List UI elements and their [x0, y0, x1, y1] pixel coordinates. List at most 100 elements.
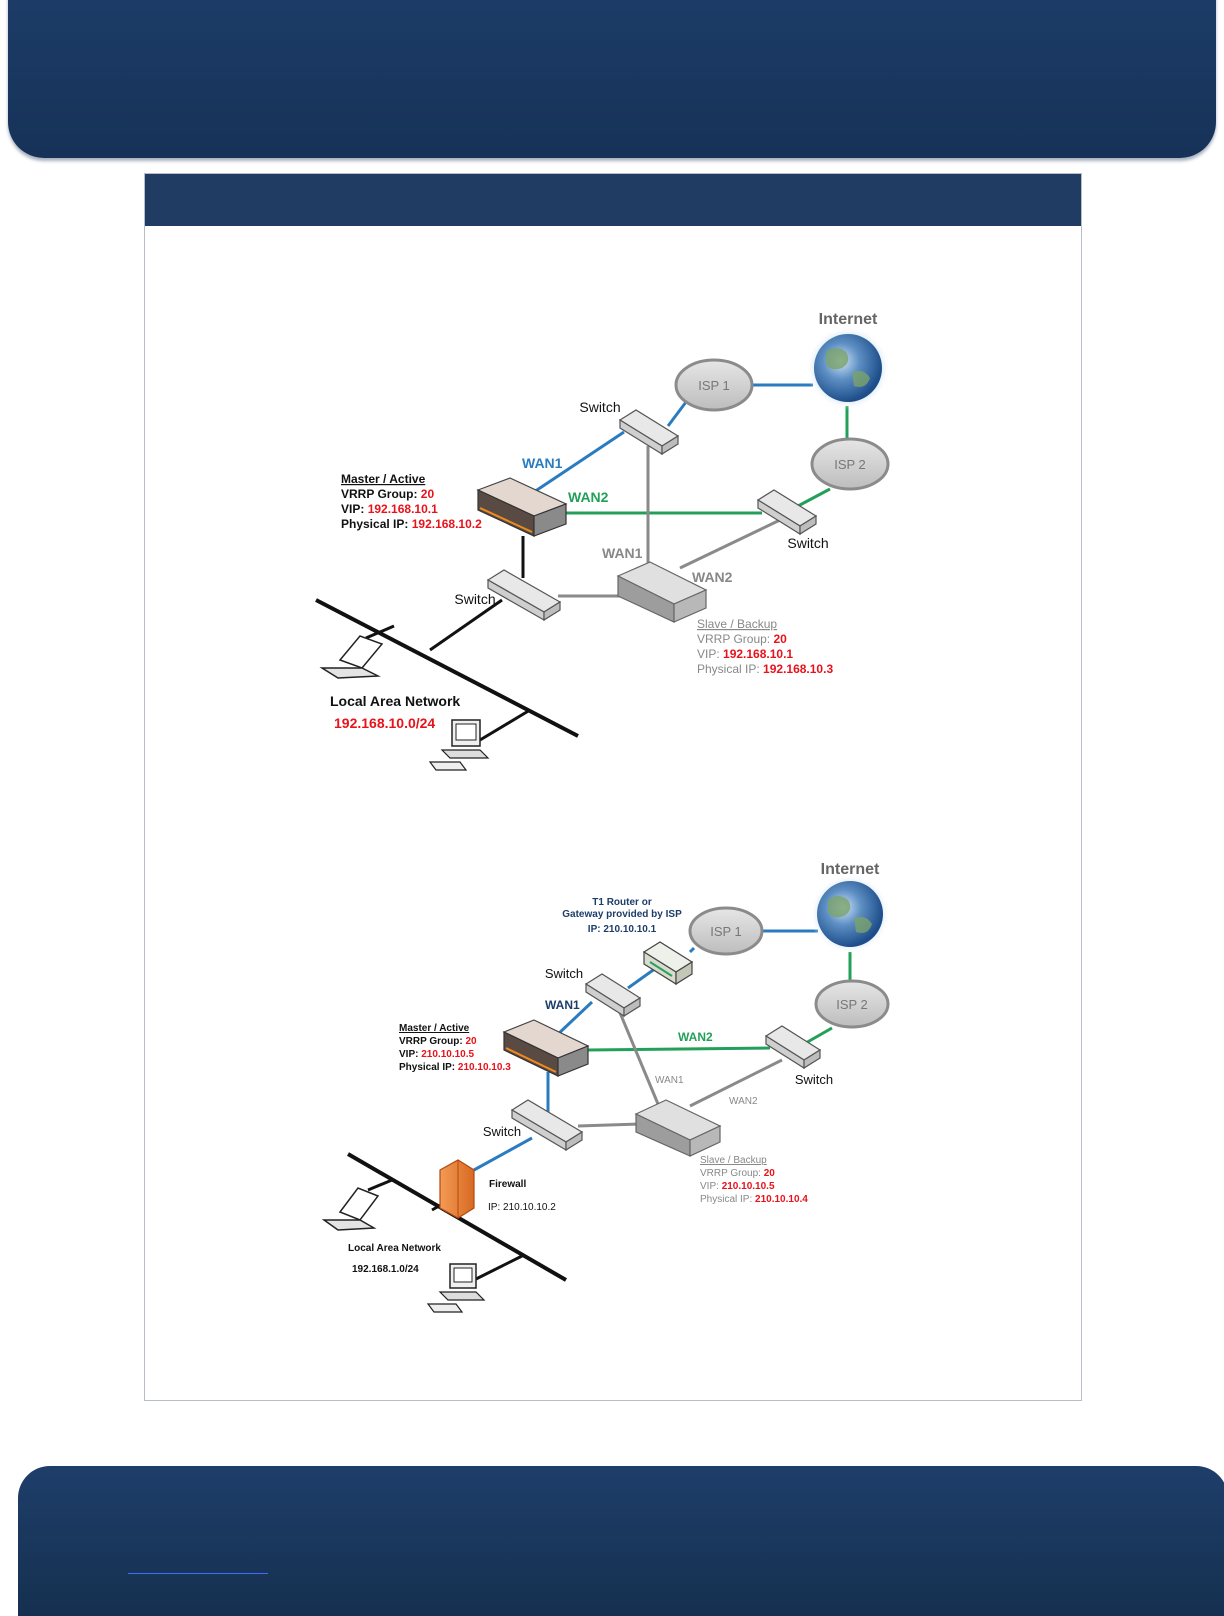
switch-slave-link-2 [577, 1122, 641, 1128]
wan2-green-link-2 [587, 1046, 771, 1052]
bottom-banner [18, 1466, 1224, 1616]
isp1-label-2: ISP 1 [710, 924, 742, 939]
slave-router-icon-2 [634, 1099, 722, 1157]
master-router-icon-2 [502, 1019, 590, 1077]
wan1-blue-label-1: WAN1 [522, 455, 563, 471]
switch-left-label-1: Switch [454, 591, 495, 607]
master-title-1: Master / Active [341, 472, 426, 486]
slave-group-1: VRRP Group: 20 [697, 632, 787, 646]
isp2-switch-link-2 [803, 1026, 833, 1046]
laptop-icon-2 [321, 1187, 380, 1231]
globe-land-icon-2 [828, 896, 872, 933]
isp2-label-2: ISP 2 [836, 997, 868, 1012]
switch-router-link-2 [627, 966, 657, 990]
isp2-switch-link-1 [797, 487, 831, 508]
switch-top-label-2: Switch [545, 966, 583, 981]
desktop-link-1 [479, 708, 531, 742]
isp1-cloud-2 [688, 906, 764, 956]
wan2-green-label-1: WAN2 [568, 489, 609, 505]
wan1-blue-link-2 [554, 1000, 594, 1038]
router-isp1-link-2 [688, 946, 696, 954]
switch-right-icon-2 [764, 1025, 822, 1070]
frame-header-bar [145, 174, 1081, 226]
laptop-link-1 [365, 624, 395, 640]
master-info-2: Master / Active VRRP Group: 20 VIP: 210.… [399, 1023, 511, 1073]
switch-isp1-link-1 [666, 401, 688, 427]
switch-top-icon-2 [584, 973, 642, 1018]
t1-line2: Gateway provided by ISP [562, 909, 682, 920]
switch-left-icon-1 [486, 569, 562, 622]
desktop-link-2 [473, 1254, 523, 1282]
wan2-gray-label-2: WAN2 [729, 1096, 758, 1107]
wan2-green-label-2: WAN2 [678, 1030, 713, 1044]
master-router-icon-1 [476, 477, 568, 537]
wan2-gray-link-2 [689, 1058, 783, 1108]
slave-info-1: Slave / Backup VRRP Group: 20 VIP: 192.1… [697, 617, 833, 676]
laptop-link-2 [367, 1178, 393, 1192]
isp2-cloud [810, 437, 890, 491]
slave-info-2: Slave / Backup VRRP Group: 20 VIP: 210.1… [700, 1155, 808, 1205]
switch-top-label-1: Switch [579, 399, 620, 415]
isp2-label: ISP 2 [834, 457, 866, 472]
wan1-gray-link-2 [616, 1007, 660, 1105]
internet-globe-icon [814, 334, 882, 402]
isp1-label: ISP 1 [698, 378, 730, 393]
master-physical-ip-2: Physical IP: 210.10.10.3 [399, 1062, 511, 1073]
lan-subnet-1: 192.168.10.0/24 [334, 715, 435, 731]
switch-top-icon-1 [618, 409, 680, 456]
t1-router-info: T1 Router or Gateway provided by ISP IP:… [562, 897, 682, 935]
content-frame [144, 173, 1082, 1401]
slave-physical-ip-1: Physical IP: 192.168.10.3 [697, 662, 833, 676]
desktop-icon-1 [428, 719, 490, 771]
isp1-cloud [674, 358, 754, 412]
switch-left-icon-2 [510, 1099, 584, 1152]
t1-router-icon [642, 941, 694, 986]
switch-right-label-1: Switch [787, 535, 828, 551]
wan1-blue-link-1 [533, 430, 625, 494]
firewall-icon [439, 1159, 475, 1219]
internet-label-2: Internet [821, 861, 880, 878]
slave-vip-1: VIP: 192.168.10.1 [697, 647, 793, 661]
wan2-gray-link-1 [679, 518, 781, 570]
lan-title-1: Local Area Network [330, 693, 460, 709]
switch-left-label-2: Switch [483, 1124, 521, 1139]
slave-router-icon-1 [616, 561, 708, 623]
top-banner [8, 0, 1216, 158]
master-vip-1: VIP: 192.168.10.1 [341, 502, 438, 516]
firewall-ip: IP: 210.10.10.2 [488, 1202, 556, 1213]
desktop-icon-2 [426, 1263, 486, 1313]
slave-vip-2: VIP: 210.10.10.5 [700, 1181, 775, 1192]
master-group-label-1: VRRP Group: 20 [341, 487, 434, 501]
slave-group-2: VRRP Group: 20 [700, 1168, 775, 1179]
master-group-2: VRRP Group: 20 [399, 1036, 477, 1047]
diagram-2: Internet ISP 1 ISP 2 T1 Router or Gatewa… [321, 861, 890, 1313]
globe-land-icon [826, 348, 870, 387]
switch-right-label-2: Switch [795, 1072, 833, 1087]
internet-label: Internet [819, 311, 878, 328]
switch-right-icon-1 [756, 489, 818, 536]
switch-lan-link-1 [429, 598, 503, 652]
master-physical-ip-1: Physical IP: 192.168.10.2 [341, 517, 482, 531]
lan-subnet-2: 192.168.1.0/24 [352, 1264, 419, 1275]
t1-line1: T1 Router or [592, 897, 652, 908]
t1-ip: IP: 210.10.10.1 [588, 924, 657, 935]
wan1-gray-label-1: WAN1 [602, 545, 643, 561]
laptop-icon-1 [319, 635, 384, 679]
firewall-label: Firewall [489, 1179, 526, 1190]
master-info-1: Master / Active VRRP Group: 20 VIP: 192.… [341, 472, 482, 531]
slave-physical-ip-2: Physical IP: 210.10.10.4 [700, 1194, 808, 1205]
master-vip-2: VIP: 210.10.10.5 [399, 1049, 475, 1060]
diagram-1: Internet ISP 1 ISP 2 Switch Switch Switc… [315, 311, 890, 771]
wan1-blue-label-2: WAN1 [545, 998, 580, 1012]
master-title-2: Master / Active [399, 1023, 470, 1034]
wan2-gray-label-1: WAN2 [692, 569, 733, 585]
internet-globe-icon-2 [817, 881, 883, 947]
isp2-cloud-2 [814, 979, 890, 1029]
wan1-gray-label-2: WAN1 [655, 1075, 684, 1086]
slave-title-1: Slave / Backup [697, 617, 777, 631]
switch-firewall-link-2 [473, 1136, 533, 1172]
footer-link-underline[interactable] [128, 1573, 268, 1574]
lan-bus-1 [315, 598, 579, 738]
slave-title-2: Slave / Backup [700, 1155, 767, 1166]
